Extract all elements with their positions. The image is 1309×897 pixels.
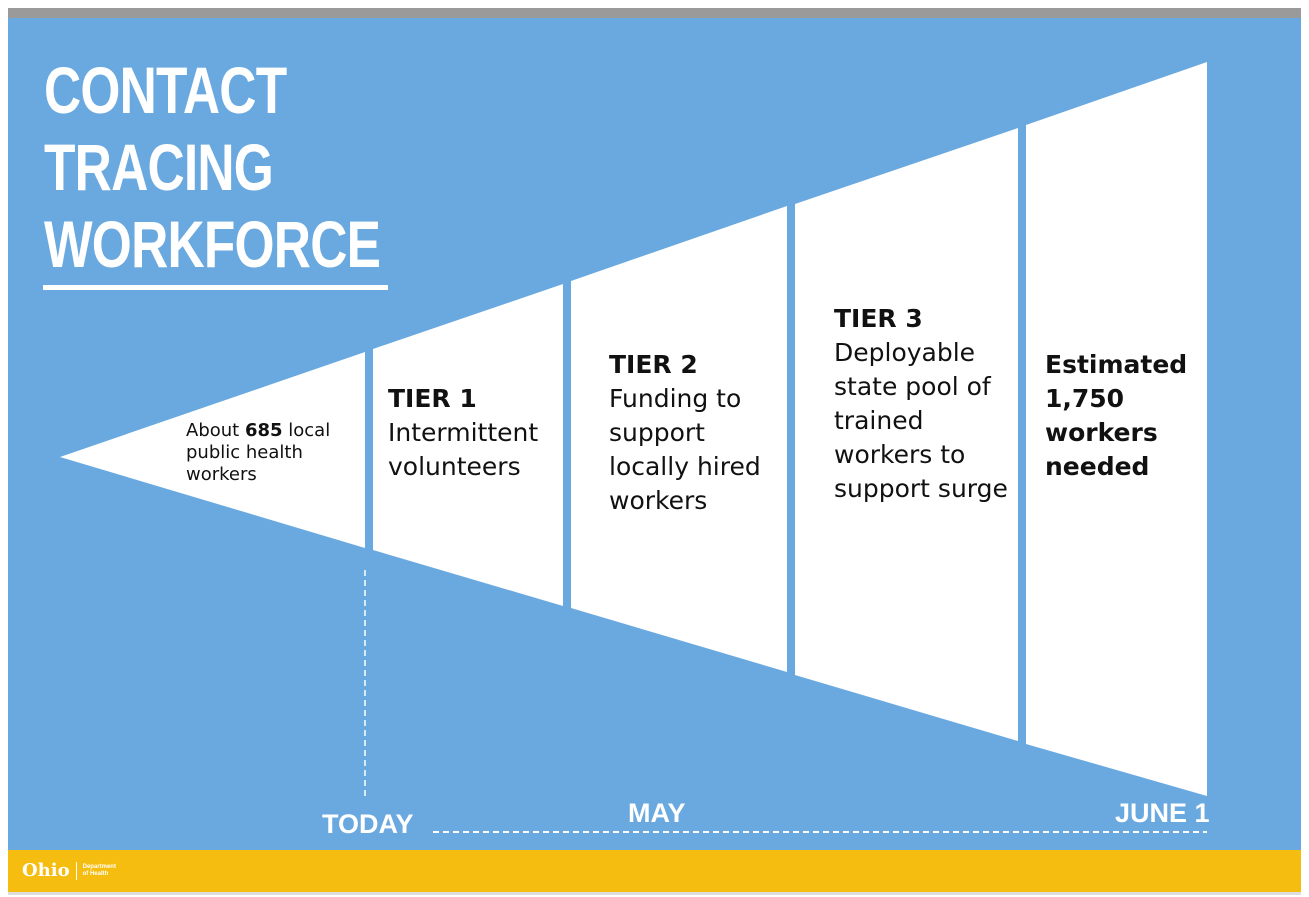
- segment-estimated-text: Estimated 1,750 workers needed: [1045, 348, 1205, 484]
- footer-bar: [8, 850, 1301, 892]
- timeline-may-label: MAY: [628, 798, 686, 828]
- local-workers-suffix: local public health workers: [186, 420, 331, 485]
- timeline-today-label: TODAY: [322, 809, 414, 839]
- tier3-label: TIER 3: [834, 304, 923, 333]
- segment-tier2-text: TIER 2 Funding to support locally hired …: [609, 348, 789, 518]
- timeline-june-label: JUNE 1: [1115, 798, 1210, 828]
- logo-dept-line-1: Department: [82, 863, 116, 870]
- bottom-border: [8, 892, 1301, 895]
- local-workers-count: 685: [244, 420, 283, 441]
- tier1-label: TIER 1: [388, 384, 477, 413]
- logo-dept-line-2: of Health: [82, 870, 109, 877]
- title-line-1: CONTACT: [44, 53, 287, 127]
- segment-tier2-shape: [571, 206, 787, 672]
- segment-estimated-shape: [1026, 62, 1207, 796]
- title-underline: [43, 285, 388, 290]
- top-border: [8, 8, 1301, 18]
- title-line-2: TRACING: [44, 130, 274, 204]
- page-title: CONTACT TRACING WORKFORCE: [44, 52, 381, 283]
- segment-local-workers-text: About 685 local public health workers: [186, 420, 366, 486]
- local-workers-prefix: About: [186, 420, 245, 441]
- ohio-department-of-health-logo: Ohio Department of Health: [22, 860, 116, 881]
- segment-tier1-text: TIER 1 Intermittent volunteers: [388, 382, 568, 484]
- tier2-label: TIER 2: [609, 350, 698, 379]
- logo-divider: [75, 861, 77, 880]
- logo-department-text: Department of Health: [83, 864, 116, 878]
- title-line-3: WORKFORCE: [44, 207, 381, 281]
- segment-tier3-shape: [795, 128, 1018, 741]
- estimated-workers-text: Estimated 1,750 workers needed: [1045, 350, 1188, 481]
- segment-tier3-text: TIER 3 Deployable state pool of trained …: [834, 302, 1014, 506]
- tier3-description: Deployable state pool of trained workers…: [834, 338, 1008, 503]
- tier2-description: Funding to support locally hired workers: [609, 384, 761, 515]
- logo-ohio-word: Ohio: [22, 860, 70, 881]
- tier1-description: Intermittent volunteers: [388, 418, 539, 481]
- segment-local-workers-shape: [60, 352, 365, 548]
- segment-tier1-shape: [373, 284, 563, 606]
